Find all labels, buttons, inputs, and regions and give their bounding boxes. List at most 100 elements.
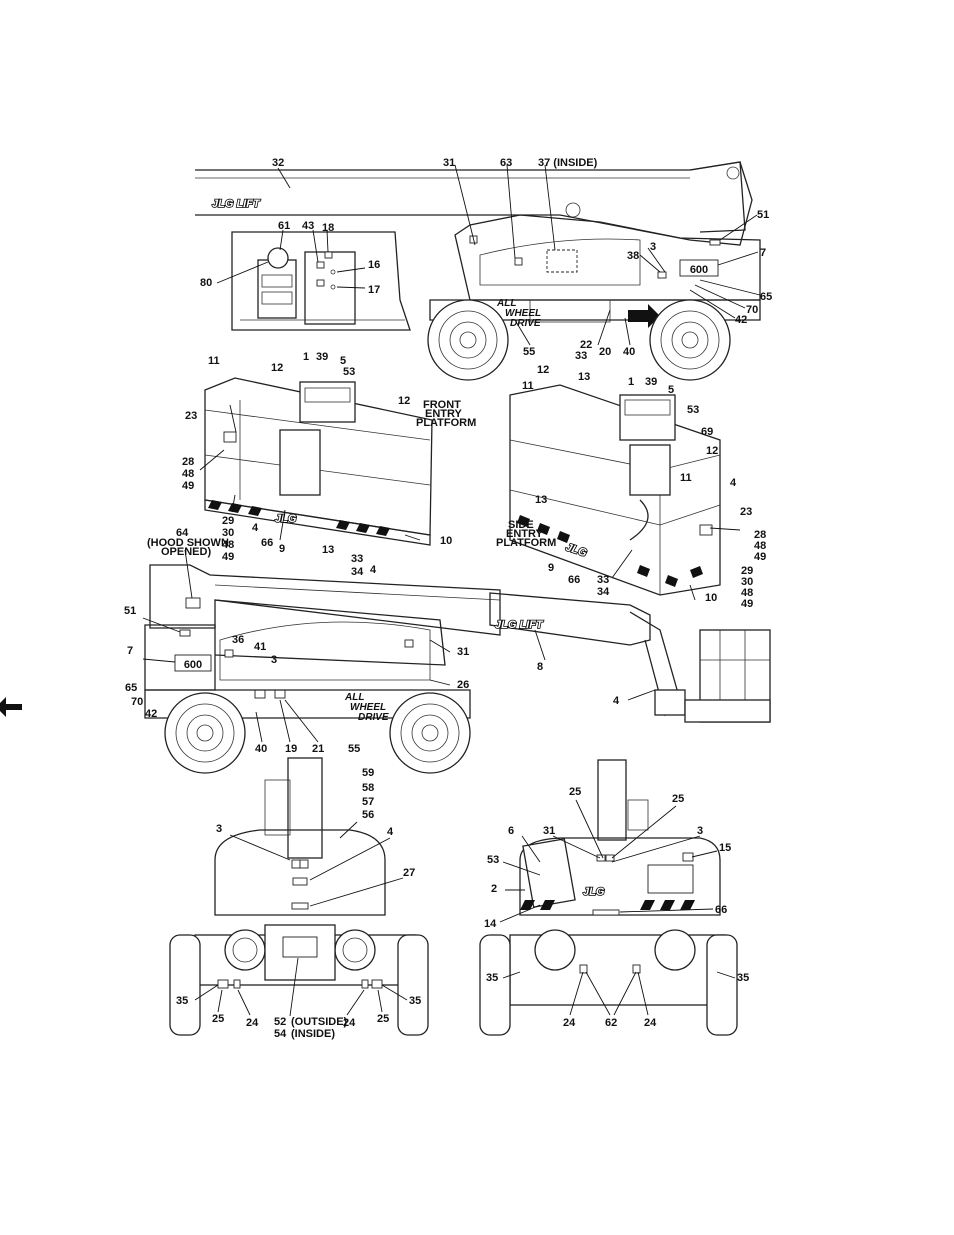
capacity-decal — [679, 259, 719, 277]
callout-24-rear-right: 24 — [343, 1017, 356, 1029]
side-entry-label-2: ENTRY — [506, 528, 544, 540]
callout-3-lower: 3 — [271, 654, 277, 666]
callout-28-front: 28 — [182, 456, 194, 468]
callout-58: 58 — [362, 782, 374, 794]
callout-49-side: 49 — [754, 551, 766, 563]
callout-33-front: 33 — [351, 553, 363, 565]
callout-35-rear-right: 35 — [409, 995, 421, 1007]
callout-11-side-a: 11 — [522, 380, 534, 392]
side-toe-board-stripes — [517, 515, 703, 587]
callout-1-front: 1 — [303, 351, 309, 363]
callout-40-top: 40 — [623, 346, 635, 358]
callout-15: 15 — [719, 842, 731, 854]
awd-line2: WHEEL — [505, 308, 541, 319]
hood-detail-view — [231, 231, 411, 331]
callout-11-front: 11 — [208, 355, 220, 367]
callout-25-front-a: 25 — [569, 786, 581, 798]
jib-logo-decal: JLG LIFT — [495, 619, 544, 631]
callout-31-lower: 31 — [457, 646, 469, 658]
callout-51-top: 51 — [757, 209, 769, 221]
callout-48-side-b: 48 — [741, 587, 753, 599]
callout-36: 36 — [232, 634, 244, 646]
callout-16: 16 — [368, 259, 380, 271]
callout-1-side: 1 — [628, 376, 634, 388]
callout-57: 57 — [362, 796, 374, 808]
callout-12-front-a: 12 — [271, 362, 283, 374]
callout-52-note: (OUTSIDE) — [291, 1016, 348, 1028]
callout-70-top: 70 — [746, 304, 758, 316]
decal-37-inside — [546, 249, 578, 273]
callout-52: 52 — [274, 1016, 286, 1028]
callout-65-lower: 65 — [125, 682, 137, 694]
callout-5-front: 5 — [340, 355, 346, 367]
callout-35-front-left: 35 — [486, 972, 498, 984]
front-entry-platform-view: JLG — [204, 377, 433, 546]
callout-48-side: 48 — [754, 540, 766, 552]
front-entry-label-3: PLATFORM — [416, 417, 476, 429]
callout-48-front: 48 — [182, 468, 194, 480]
callout-3-front-view: 3 — [697, 825, 703, 837]
callout-29-front: 29 — [222, 515, 234, 527]
callout-49-front-b: 49 — [222, 551, 234, 563]
callout-4-front-a: 4 — [252, 522, 259, 534]
callout-27: 27 — [403, 867, 415, 879]
callout-55-top: 55 — [523, 346, 535, 358]
callout-17: 17 — [368, 284, 380, 296]
callout-13-front: 13 — [322, 544, 334, 556]
callout-51-lower: 51 — [124, 605, 136, 617]
callout-56: 56 — [362, 809, 374, 821]
callout-13-side-a: 13 — [578, 371, 590, 383]
rear-view — [169, 757, 429, 1036]
callout-26: 26 — [457, 679, 469, 691]
callout-55-lower: 55 — [348, 743, 360, 755]
callout-12-front-b: 12 — [398, 395, 410, 407]
callout-62: 62 — [605, 1017, 617, 1029]
awd-lower-line2: WHEEL — [350, 702, 386, 713]
callout-4-side: 4 — [730, 477, 737, 489]
callout-21: 21 — [312, 743, 324, 755]
arrow-decal-lower — [0, 697, 22, 717]
awd-line3: DRIVE — [510, 318, 541, 329]
side-entry-label-1: SIDE — [508, 519, 534, 531]
callout-38: 38 — [627, 250, 639, 262]
callout-42-lower: 42 — [145, 708, 157, 720]
boom-logo-decal: JLG LIFT — [212, 198, 261, 210]
callout-59: 59 — [362, 767, 374, 779]
hood-note-2: OPENED) — [161, 546, 211, 558]
callout-54-note: (INSIDE) — [291, 1028, 335, 1040]
callout-32: 32 — [272, 157, 284, 169]
callout-70-lower: 70 — [131, 696, 143, 708]
callout-61: 61 — [278, 220, 290, 232]
callout-41: 41 — [254, 641, 266, 653]
callout-3-top: 3 — [650, 241, 656, 253]
callout-37-inside: 37 (INSIDE) — [538, 157, 598, 169]
awd-lower-line1: ALL — [344, 692, 364, 703]
callout-39-side: 39 — [645, 376, 657, 388]
callout-25-front-b: 25 — [672, 793, 684, 805]
callout-24-front-left: 24 — [563, 1017, 576, 1029]
callout-6: 6 — [508, 825, 514, 837]
arrow-decal — [628, 304, 660, 328]
platform-logo-side: JLG — [564, 541, 588, 559]
callout-3-rear: 3 — [216, 823, 222, 835]
capacity-600-label: 600 — [690, 264, 708, 276]
wheel-lower-rear — [389, 692, 471, 774]
callout-10-front: 10 — [440, 535, 452, 547]
platform-logo-front: JLG — [275, 513, 297, 525]
callout-23-side: 23 — [740, 506, 752, 518]
callout-31-front-view: 31 — [543, 825, 555, 837]
callout-53-front: 53 — [343, 366, 355, 378]
callout-5-side: 5 — [668, 384, 674, 396]
callout-7-lower: 7 — [127, 645, 133, 657]
capacity-600-lower-label: 600 — [184, 659, 202, 671]
leader-lines-lower — [142, 404, 741, 1017]
leader-lines — [216, 164, 761, 346]
callout-34-side: 34 — [597, 586, 610, 598]
callout-12-side-b: 12 — [706, 445, 718, 457]
callout-66-front: 66 — [261, 537, 273, 549]
callout-35-front-right: 35 — [737, 972, 749, 984]
callout-42-top: 42 — [735, 314, 747, 326]
callout-54: 54 — [274, 1028, 287, 1040]
wheel-front — [427, 299, 509, 381]
